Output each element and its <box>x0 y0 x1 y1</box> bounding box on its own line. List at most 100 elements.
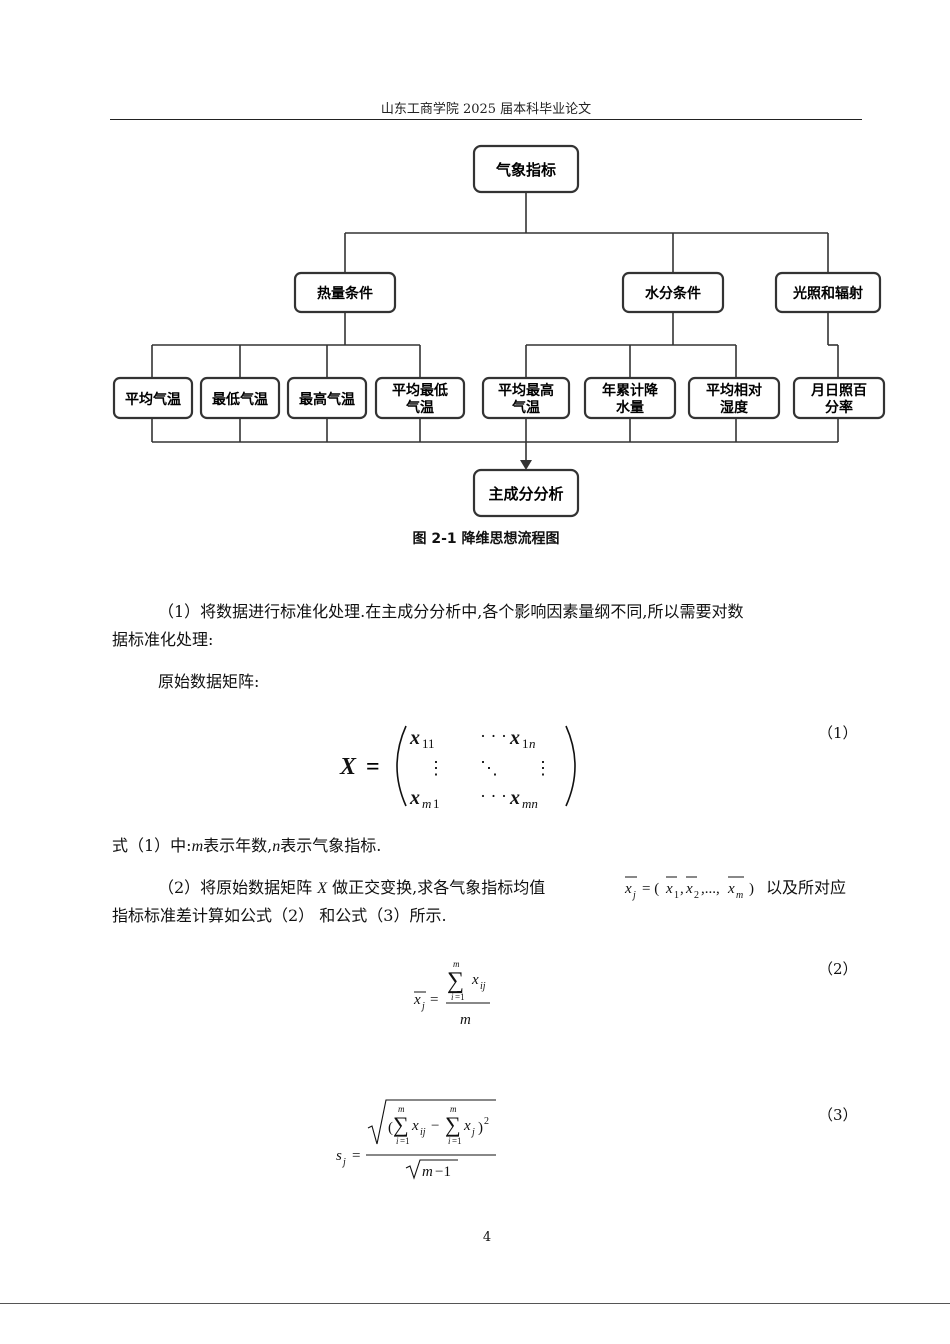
result-node: 主成分分析 <box>472 468 580 518</box>
connector-lines <box>151 192 839 462</box>
arrow-head <box>520 460 532 470</box>
paragraph-3: 式（1）中:m表示年数,n表示气象指标. <box>112 836 382 855</box>
leaf-label-line2: 分率 <box>825 399 853 416</box>
svg-text:x: x <box>471 972 479 988</box>
svg-text:x: x <box>509 787 520 809</box>
svg-text:x: x <box>727 881 735 897</box>
equation-matrix: X = x 11 · · · x 1 n ⋮ ⋱ ⋮ x m 1 · · · x… <box>339 725 576 811</box>
svg-text:ij: ij <box>480 981 486 992</box>
equation-number-3: （3） <box>818 1106 858 1124</box>
svg-text:i: i <box>396 1136 399 1146</box>
svg-text:= (: = ( <box>642 881 659 897</box>
svg-text:⋮: ⋮ <box>427 758 445 778</box>
inline-mean-vector: x j = ( x 1 , x 2 ,..., x m ) <box>624 876 754 901</box>
svg-text:∑: ∑ <box>447 968 464 994</box>
paragraph-1-line-2: 据标准化处理: <box>112 630 214 649</box>
leaf-label-line1: 平均相对 <box>706 382 762 399</box>
svg-text:m: m <box>398 1104 405 1114</box>
group-node-heat: 热量条件 <box>293 271 397 314</box>
group-label-heat: 热量条件 <box>317 285 373 302</box>
svg-text:x: x <box>665 881 673 897</box>
leaf-node-8: 月日照百 分率 <box>792 376 886 420</box>
leaf-label-line1: 平均最低 <box>392 382 448 399</box>
leaf-label-line2: 气温 <box>511 399 540 416</box>
paragraph-2: 原始数据矩阵: <box>158 672 260 691</box>
svg-text:x: x <box>411 1118 419 1134</box>
svg-text:x: x <box>624 881 632 897</box>
svg-text:m: m <box>422 796 431 811</box>
leaf-label: 最高气温 <box>299 391 355 408</box>
svg-text:1: 1 <box>433 796 440 811</box>
paragraph-4-line-1: （2）将原始数据矩阵 X 做正交变换,求各气象指标均值 <box>158 878 546 897</box>
svg-text:i: i <box>451 992 454 1002</box>
svg-text:m: m <box>460 1012 471 1028</box>
svg-text:j: j <box>470 1127 475 1138</box>
svg-text:=1: =1 <box>452 1136 462 1146</box>
svg-text:j: j <box>631 890 636 901</box>
svg-text:): ) <box>478 1120 483 1136</box>
group-node-water: 水分条件 <box>621 271 725 314</box>
svg-text:x: x <box>409 787 420 809</box>
running-header: 山东工商学院 2025 届本科毕业论文 <box>380 102 592 117</box>
svg-text:X: X <box>339 754 357 780</box>
leaf-node-3: 最高气温 <box>286 376 368 420</box>
svg-text:x: x <box>463 1118 471 1134</box>
svg-text:11: 11 <box>422 736 435 751</box>
svg-text:m: m <box>422 1164 433 1180</box>
svg-text:=: = <box>430 992 438 1008</box>
page-bottom-rule <box>0 1303 950 1304</box>
leaf-node-1: 平均气温 <box>112 376 194 420</box>
leaf-label-line1: 平均最高 <box>498 382 554 399</box>
svg-text:⋱: ⋱ <box>480 758 498 778</box>
page-number: 4 <box>482 1230 492 1245</box>
svg-text:,: , <box>680 881 684 897</box>
svg-text:∑: ∑ <box>445 1112 461 1137</box>
svg-text:· · ·: · · · <box>480 786 507 806</box>
leaf-label-line1: 年累计降 <box>602 382 659 399</box>
group-label-water: 水分条件 <box>645 285 701 302</box>
leaf-label-line2: 气温 <box>405 399 434 416</box>
svg-text:x: x <box>413 992 421 1008</box>
paragraph-4-line-2: 指标标准差计算如公式（2） 和公式（3）所示. <box>112 906 447 925</box>
leaf-node-4: 平均最低 气温 <box>374 376 466 420</box>
flowchart-diagram: 气象指标 热量条件 水分条件 光照和辐射 平均气温 最低气温 最高气温 平均最低… <box>112 144 886 518</box>
leaf-label: 平均气温 <box>125 391 181 408</box>
group-node-light: 光照和辐射 <box>774 271 882 314</box>
svg-text:=: = <box>366 754 380 780</box>
svg-text:x: x <box>409 727 420 749</box>
svg-text:m: m <box>450 1104 457 1114</box>
svg-text:−: − <box>431 1118 439 1134</box>
svg-text:j: j <box>341 1157 346 1168</box>
figure-caption: 图 2-1 降维思想流程图 <box>412 531 560 547</box>
svg-text:x: x <box>685 881 693 897</box>
svg-text:∑: ∑ <box>393 1112 409 1137</box>
root-label: 气象指标 <box>495 161 556 179</box>
svg-text:· · ·: · · · <box>480 726 507 746</box>
svg-text:2: 2 <box>484 1116 489 1127</box>
svg-text:x: x <box>509 727 520 749</box>
svg-text:m: m <box>736 890 743 901</box>
leaf-node-7: 平均相对 湿度 <box>687 376 781 420</box>
svg-text:j: j <box>420 1001 425 1012</box>
svg-text:m: m <box>453 959 460 969</box>
svg-text:i: i <box>448 1136 451 1146</box>
svg-text:⋮: ⋮ <box>534 758 552 778</box>
svg-text:(: ( <box>388 1120 393 1136</box>
leaf-label-line2: 水量 <box>616 399 644 416</box>
equation-number-1: （1） <box>818 724 858 742</box>
leaf-label: 最低气温 <box>212 391 268 408</box>
paragraph-4-line-1-end: 以及所对应 <box>766 878 847 897</box>
header-rule <box>110 119 862 120</box>
svg-text:mn: mn <box>522 796 538 811</box>
svg-text:): ) <box>749 881 754 897</box>
paragraph-1-line-1: （1）将数据进行标准化处理.在主成分分析中,各个影响因素量纲不同,所以需要对数 <box>158 602 744 621</box>
leaf-label-line2: 湿度 <box>720 399 749 416</box>
svg-text:=1: =1 <box>455 992 465 1002</box>
result-label: 主成分分析 <box>488 485 563 503</box>
leaf-node-5: 平均最高 气温 <box>481 376 571 420</box>
equation-std: s j = ( m ∑ i =1 x ij − m ∑ i =1 x j ) 2… <box>336 1099 496 1180</box>
svg-text:−1: −1 <box>435 1164 451 1180</box>
svg-text:,...,: ,..., <box>701 881 720 897</box>
equation-number-2: （2） <box>818 960 858 978</box>
svg-text:n: n <box>529 736 536 751</box>
